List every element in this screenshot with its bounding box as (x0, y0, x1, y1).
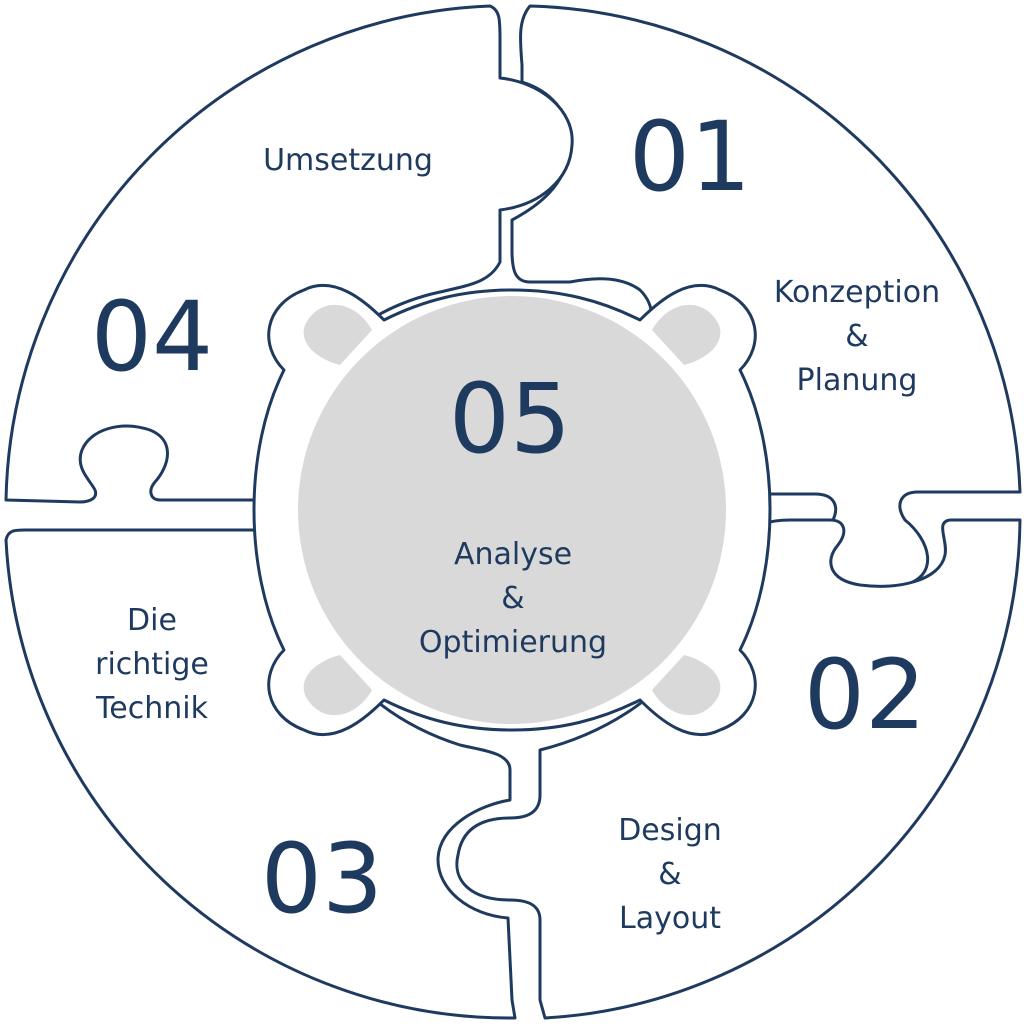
puzzle-piece-01 (510, 4, 1022, 592)
hub-circle-fill (298, 296, 726, 724)
piece-04-number: 04 (91, 281, 213, 393)
hub-label-line-3: Optimierung (419, 625, 607, 660)
hub-knob-bottom-right (652, 655, 721, 716)
hub-knob-top-right (652, 304, 721, 365)
hub-knob-bottom-left (303, 655, 372, 716)
piece-03-label-line-2: richtige (95, 647, 209, 682)
puzzle-piece-02 (455, 518, 1022, 1020)
hub-number: 05 (449, 363, 571, 475)
piece-01-label-line-2: & (845, 319, 868, 354)
puzzle-piece-04 (4, 4, 574, 504)
piece-04-label-line-1: Umsetzung (263, 143, 433, 178)
piece-02-label-line-2: & (658, 857, 681, 892)
piece-02-number: 02 (804, 639, 926, 751)
piece-03-label-line-1: Die (127, 603, 177, 638)
piece-02-label-line-1: Design (618, 813, 722, 848)
hub-label-line-2: & (501, 581, 524, 616)
piece-01-label-line-1: Konzeption (774, 275, 940, 310)
hub-knob-top-left (303, 304, 372, 365)
piece-03-label-line-3: Technik (95, 691, 209, 726)
hub-label-line-1: Analyse (454, 537, 572, 572)
piece-02-label-line-3: Layout (619, 901, 721, 936)
piece-01-number: 01 (629, 101, 751, 213)
piece-01-label-line-3: Planung (797, 363, 918, 398)
piece-03-number: 03 (261, 823, 383, 935)
